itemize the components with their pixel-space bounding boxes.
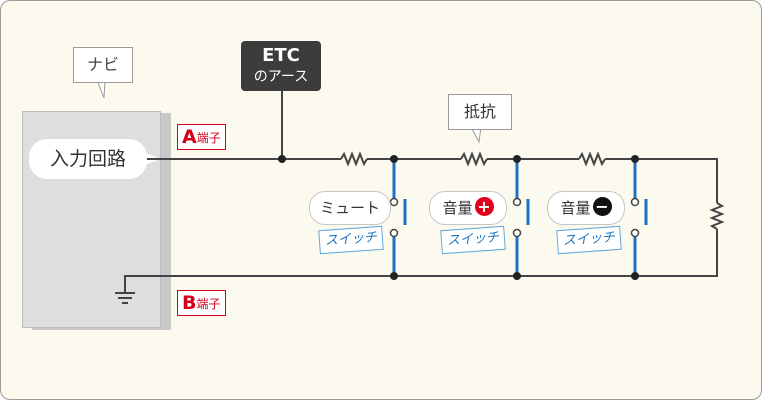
terminal-a-suffix: 端子 (196, 131, 221, 145)
resistor-2 (460, 151, 488, 167)
junction-3-top (631, 155, 639, 163)
volume-up-label-text: 音量 (442, 199, 473, 217)
etc-label: ETC (262, 45, 300, 66)
junction-3-bottom (631, 272, 639, 280)
junction-2-top (513, 155, 521, 163)
resistor-1 (340, 151, 368, 167)
terminal-a: A端子 (177, 124, 226, 150)
top-wire-d (605, 158, 718, 203)
resistor-4 (709, 202, 725, 230)
bottom-wire (124, 229, 718, 293)
input-circuit-label: 入力回路 (29, 139, 147, 179)
switch-1-tag: スイッチ (318, 225, 384, 255)
volume-up-switch-label: 音量+ (429, 191, 507, 225)
minus-icon: − (592, 197, 612, 216)
navi-label: ナビ (73, 47, 133, 83)
volume-down-label-text: 音量 (560, 199, 591, 217)
ground-symbol (115, 292, 135, 304)
junction-1-bottom (390, 272, 398, 280)
switch-2-tag: スイッチ (440, 225, 506, 255)
resistor-label: 抵抗 (448, 94, 512, 130)
junction-2-bottom (513, 272, 521, 280)
terminal-b-letter: B (182, 292, 197, 314)
etc-ground-box: ETC のアース (241, 41, 321, 91)
terminal-b: B端子 (177, 290, 226, 316)
mute-label-text: ミュート (319, 199, 380, 217)
etc-ground-label: のアース (253, 69, 309, 85)
junction-etc (278, 155, 286, 163)
resistor-3 (578, 151, 606, 167)
volume-down-switch-label: 音量− (547, 191, 625, 225)
terminal-a-letter: A (182, 126, 197, 148)
mute-switch-label: ミュート (309, 191, 391, 225)
plus-icon: + (474, 197, 494, 216)
switch-3-tag: スイッチ (556, 225, 622, 255)
terminal-b-suffix: 端子 (196, 297, 221, 311)
junction-1-top (390, 155, 398, 163)
